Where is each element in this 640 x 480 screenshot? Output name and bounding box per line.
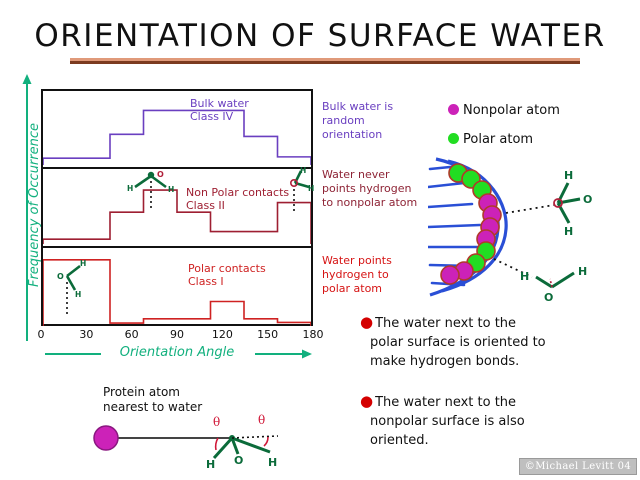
histogram-step-outline bbox=[43, 110, 311, 165]
histogram-step-outline bbox=[43, 190, 311, 244]
water-molecule-bottom: H O H bbox=[520, 265, 587, 304]
x-tick-label: 120 bbox=[211, 328, 233, 341]
protein-caption-line-1: Protein atom bbox=[103, 385, 180, 399]
protein-atom-diagram: H O H θ θ bbox=[93, 413, 279, 471]
svg-text:H: H bbox=[268, 456, 277, 469]
chart-label-class-i: Polar contacts Class I bbox=[188, 262, 266, 288]
title-rule-dark bbox=[70, 61, 580, 64]
protein-water-dotted-axis bbox=[231, 435, 279, 439]
legend-label-nonpolar: Nonpolar atom bbox=[463, 103, 560, 118]
class-i-histogram bbox=[43, 248, 311, 328]
svg-text:H: H bbox=[578, 265, 587, 278]
legend-item-polar: Polar atom bbox=[448, 132, 533, 147]
legend-item-nonpolar: Nonpolar atom bbox=[448, 103, 560, 118]
hydrogen-bond-dotted-bottom bbox=[493, 258, 533, 278]
hydrogen-bond-dotted-top bbox=[505, 204, 555, 214]
svg-text:H: H bbox=[308, 184, 314, 193]
x-tick-label: 90 bbox=[170, 328, 184, 341]
surface-orientation-diagram: H O H H O H bbox=[428, 157, 592, 304]
chart-panel-class-iv bbox=[43, 91, 311, 169]
label-class-ii: Class II bbox=[186, 199, 225, 212]
protein-caption-line-2: nearest to water bbox=[103, 400, 203, 414]
note-nonpolar: Water never points hydrogen to nonpolar … bbox=[322, 168, 418, 209]
histogram-step-outline bbox=[43, 260, 311, 326]
bullet-1-line-1: The water next to the bbox=[375, 316, 517, 331]
water-molecule-top: H O H bbox=[553, 169, 592, 238]
svg-text:O: O bbox=[544, 291, 553, 304]
surface-atoms bbox=[440, 163, 502, 285]
nonpolar-atom-icon bbox=[440, 265, 460, 285]
bullet-2-line-3: oriented. bbox=[370, 433, 429, 448]
bullet-dot-icon: ● bbox=[360, 313, 374, 331]
title-rule-light bbox=[70, 58, 580, 61]
svg-text:H: H bbox=[206, 458, 215, 471]
protein-diagram-caption: Protein atom nearest to water bbox=[103, 385, 202, 415]
class-ii-histogram bbox=[43, 169, 311, 246]
x-tick-label: 180 bbox=[302, 328, 324, 341]
svg-text:O: O bbox=[57, 272, 64, 281]
label-nonpolar-contacts: Non Polar contacts bbox=[186, 186, 290, 199]
svg-text:O: O bbox=[157, 170, 164, 179]
water-molecule-icon-class-ii-left: O H H bbox=[127, 170, 174, 209]
svg-text:H: H bbox=[168, 185, 174, 194]
class-iv-histogram bbox=[43, 91, 311, 167]
legend-dot-nonpolar-icon bbox=[448, 104, 459, 115]
chart-panel-class-i: O H H bbox=[43, 248, 311, 328]
legend-label-polar: Polar atom bbox=[463, 132, 534, 147]
svg-text:H: H bbox=[300, 167, 306, 175]
water-molecule-icon-class-i: O H H bbox=[57, 259, 86, 316]
x-axis-label: Orientation Angle bbox=[119, 345, 235, 360]
theta-label-left: θ bbox=[213, 415, 220, 429]
svg-text:H: H bbox=[564, 169, 573, 182]
protein-atom-icon bbox=[93, 425, 119, 451]
page-title: ORIENTATION OF SURFACE WATER bbox=[34, 18, 606, 54]
protein-diagram-water-molecule: H O H bbox=[206, 435, 279, 471]
note-bulk-water: Bulk water is random orientation bbox=[322, 100, 394, 141]
bullet-polar-surface: ●The water next to the polar surface is … bbox=[360, 313, 635, 371]
chart-label-class-iv: Bulk water Class IV bbox=[190, 97, 249, 123]
chart-panel-class-ii: O H H H H bbox=[43, 167, 314, 248]
histogram-chart: O H H H H O H bbox=[41, 89, 314, 328]
x-axis-ticks: 0 30 60 90 120 150 180 bbox=[32, 328, 324, 344]
chart-label-class-ii: Non Polar contacts Class II bbox=[186, 186, 289, 212]
label-polar-contacts: Polar contacts bbox=[188, 262, 266, 275]
svg-text:H: H bbox=[520, 270, 529, 283]
label-bulk-water: Bulk water bbox=[190, 97, 249, 110]
x-axis-arrow-icon bbox=[45, 349, 312, 359]
bullet-2-line-2: nonpolar surface is also bbox=[370, 414, 525, 429]
label-class-i: Class I bbox=[188, 275, 224, 288]
svg-text:H: H bbox=[127, 184, 133, 193]
legend-dot-polar-icon bbox=[448, 133, 459, 144]
theta-arc-left-icon bbox=[214, 437, 219, 451]
bullet-1-line-3: make hydrogen bonds. bbox=[370, 354, 520, 369]
label-class-iv: Class IV bbox=[190, 110, 234, 123]
x-tick-label: 30 bbox=[79, 328, 94, 341]
water-molecule-icon-class-ii-right: H H bbox=[290, 167, 314, 213]
bullet-1-line-2: polar surface is oriented to bbox=[370, 335, 546, 350]
svg-text:H: H bbox=[564, 225, 573, 238]
bullet-nonpolar-surface: ●The water next to the nonpolar surface … bbox=[360, 392, 635, 450]
x-tick-label: 150 bbox=[257, 328, 279, 341]
copyright-badge: ©Michael Levitt 04 bbox=[519, 458, 637, 475]
bullet-dot-icon: ● bbox=[360, 392, 374, 410]
note-polar: Water points hydrogen to polar atom bbox=[322, 254, 392, 295]
x-tick-label: 60 bbox=[124, 328, 139, 341]
x-tick-label: 0 bbox=[37, 328, 45, 341]
svg-text:O: O bbox=[234, 454, 243, 467]
svg-text:O: O bbox=[583, 193, 592, 206]
theta-label-right: θ bbox=[258, 413, 265, 427]
y-axis-arrow-icon bbox=[22, 74, 32, 341]
theta-arc-right-icon bbox=[263, 436, 269, 447]
svg-text:H: H bbox=[80, 259, 86, 268]
svg-text:H: H bbox=[75, 290, 81, 299]
bullet-2-line-1: The water next to the bbox=[375, 395, 517, 410]
